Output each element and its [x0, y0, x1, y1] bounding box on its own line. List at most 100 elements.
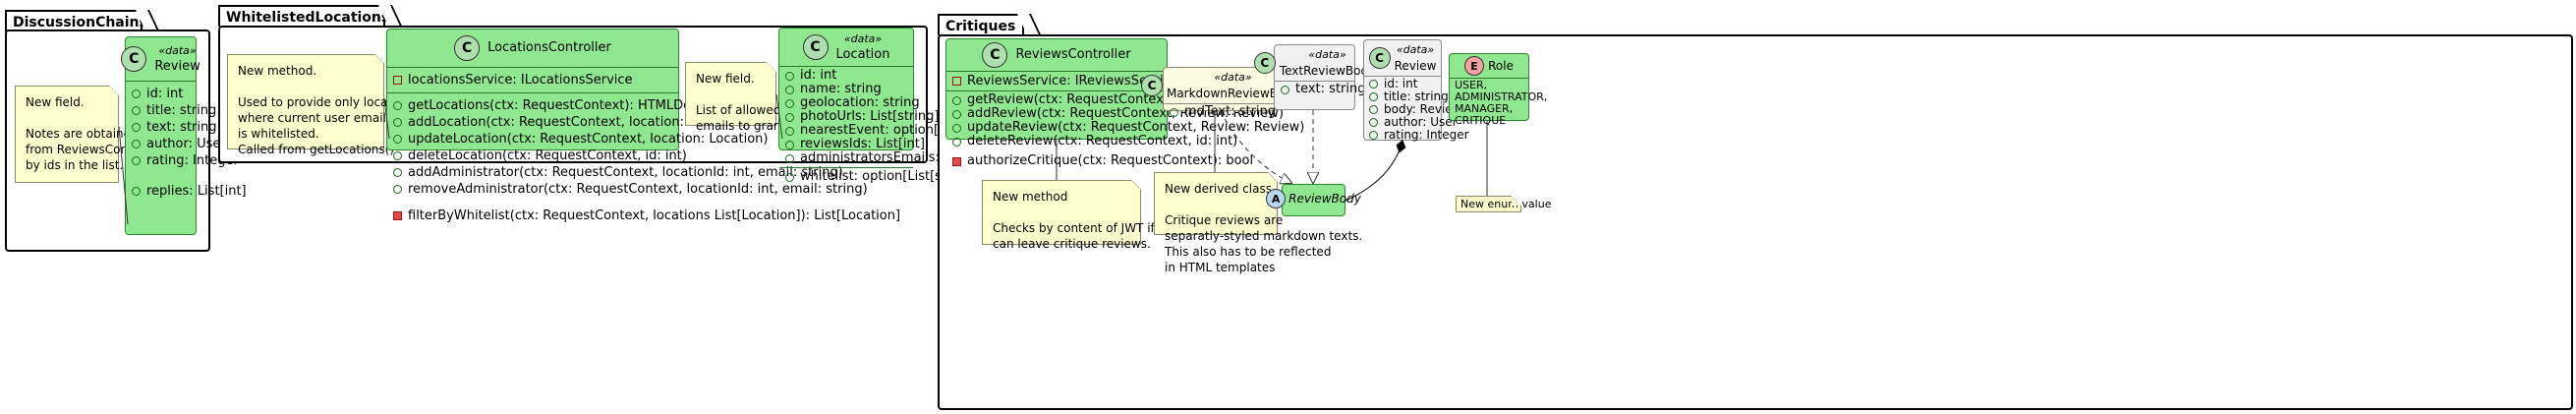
attribute: title: string [1369, 90, 1449, 103]
class-name: TextReviewBody [1279, 64, 1376, 78]
class-header: A ReviewBody [1266, 185, 1361, 212]
attribute: text: string [132, 119, 217, 136]
attribute: text: string [1281, 83, 1366, 96]
class-header: C «data» Review [121, 37, 200, 81]
class-review-body-abstract[interactable]: A ReviewBody [1266, 184, 1361, 216]
public-icon [952, 123, 961, 133]
extra-section: replies: List[int] [126, 173, 247, 204]
private-icon [952, 77, 961, 86]
public-icon [785, 85, 794, 94]
package-tab-discussion-chains: DiscussionChains [5, 10, 147, 31]
public-icon [393, 118, 402, 127]
note-line: New field. [26, 95, 85, 109]
attribute: mdText: string [1170, 105, 1276, 119]
enum-name: Role [1488, 59, 1514, 73]
package-tab-critiques: Critiques [938, 14, 1024, 35]
public-icon [1369, 118, 1378, 127]
attribute: geolocation: string [785, 96, 920, 110]
enum-role[interactable]: E Role USER, ADMINISTRATOR, MANAGER, CRI… [1449, 53, 1547, 127]
method: deleteReview(ctx: RequestContext, id: in… [952, 135, 1237, 148]
attributes-section: id: int name: string geolocation: string… [779, 66, 1012, 167]
methods-section: getReview(ctx: RequestContext, reviewId:… [946, 90, 1315, 170]
attribute: title: string [132, 102, 216, 119]
attribute: replies: List[int] [132, 183, 247, 200]
public-icon [132, 187, 141, 196]
note-line: Critique reviews are [1165, 213, 1284, 227]
note-line: New field. [696, 72, 755, 86]
public-icon [785, 126, 794, 136]
composition-review-to-reviewbody [1345, 140, 1406, 202]
public-icon [393, 101, 402, 110]
class-name: LocationsController [487, 40, 611, 55]
note-line: by ids in the list. [26, 158, 124, 172]
values-section: USER, ADMINISTRATOR, MANAGER, CRITIQUE [1450, 78, 1547, 128]
class-review-critiques[interactable]: C «data» Review id: int title: string bo… [1363, 39, 1492, 142]
class-name: ReviewBody [1288, 192, 1361, 206]
class-c-icon: C [982, 42, 1008, 68]
class-reviews-controller[interactable]: C ReviewsController ReviewsService: IRev… [945, 38, 1315, 168]
method: deleteLocation(ctx: RequestContext, id: … [393, 148, 687, 164]
attribute: nearestEvent: option[Event] [785, 124, 980, 138]
public-icon [393, 151, 402, 160]
note-line: Called from getLocations() [238, 143, 395, 156]
note-link-discussion [118, 126, 129, 225]
attributes-section: mdText: string [1164, 103, 1277, 120]
class-c-icon: C [454, 35, 481, 61]
class-text-review-body[interactable]: C «data» TextReviewBody text: string [1253, 44, 1375, 110]
public-icon [785, 153, 794, 163]
attribute: rating: Integer [132, 152, 239, 169]
stereotype: «data» [1396, 43, 1435, 56]
class-header: C «data» Location [779, 29, 913, 66]
public-icon [952, 137, 961, 147]
class-header: E Role [1450, 54, 1528, 78]
class-header: C «data» Review [1364, 40, 1441, 76]
class-c-icon: C [1253, 52, 1276, 74]
class-review-discussion[interactable]: C «data» Review id: int title: string te… [121, 36, 247, 235]
method: updateReview(ctx: RequestContext, Review… [952, 121, 1304, 135]
public-icon [1170, 107, 1178, 117]
class-c-icon: C [802, 34, 829, 60]
public-icon [1369, 131, 1378, 140]
public-icon [1369, 80, 1378, 89]
method: filterByWhitelist(ctx: RequestContext, l… [393, 207, 900, 224]
class-header: C LocationsController [387, 30, 678, 67]
class-c-icon: C [1140, 75, 1163, 96]
public-icon [132, 123, 141, 132]
public-icon [132, 156, 141, 165]
public-icon [1281, 85, 1289, 94]
stereotype: «data» [158, 44, 197, 57]
class-name: Location [835, 47, 890, 62]
fields-section: locationsService: ILocationsService [387, 67, 678, 92]
public-icon [785, 112, 794, 122]
note-link-location [775, 93, 783, 140]
public-icon [393, 135, 402, 144]
stereotype: «data» [1214, 71, 1252, 84]
public-icon [952, 109, 961, 119]
public-icon [785, 140, 794, 149]
class-locations-controller[interactable]: C LocationsController locationsService: … [386, 29, 900, 223]
public-icon [785, 172, 794, 182]
private-icon [393, 211, 402, 220]
note-line: can leave critique reviews. [993, 237, 1151, 251]
note-line: New method [993, 190, 1068, 204]
enum-value: CRITIQUE [1455, 114, 1507, 127]
attribute: reviewsIds: List[int] [785, 138, 925, 151]
public-icon [1369, 92, 1378, 101]
class-c-icon: C [121, 46, 147, 72]
class-location[interactable]: C «data» Location id: int name: string g… [778, 28, 1012, 184]
methods-section: getLocations(ctx: RequestContext): HTMLD… [387, 92, 868, 202]
note-link-locations-controller [383, 97, 390, 140]
public-icon [952, 95, 961, 105]
class-header: C ReviewsController [946, 39, 1167, 71]
attributes-section: id: int title: string text: string autho… [126, 81, 239, 173]
class-name: Review [154, 59, 200, 74]
method: getLocations(ctx: RequestContext): HTMLD… [393, 97, 739, 114]
class-markdown-review-body[interactable]: C «data» MarkdownReviewBody mdText: stri… [1140, 67, 1299, 119]
attribute: author: User [132, 136, 226, 152]
stereotype: «data» [1308, 48, 1346, 61]
note-line: in HTML templates [1165, 261, 1276, 274]
fields-section: ReviewsService: IReviewsService [946, 71, 1178, 90]
attribute: rating: Integer [1369, 129, 1469, 142]
note-reviews-controller: New method Checks by content of JWT if t… [982, 180, 1207, 251]
